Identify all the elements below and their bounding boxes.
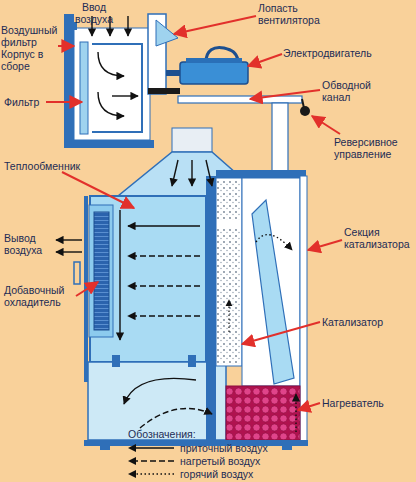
legend-text: нагретый воздух <box>180 455 260 467</box>
leader-arrow <box>250 90 320 99</box>
callout-label: Нагреватель <box>322 397 416 409</box>
hot-air-arrow <box>256 235 292 250</box>
leader-arrow <box>248 54 282 66</box>
filter-housing-interior <box>74 28 150 140</box>
legend-line <box>134 460 174 461</box>
callout-label: Лопасть вентилятора <box>258 2 338 26</box>
bypass-channel <box>178 96 302 103</box>
filter-housing-wall <box>64 14 74 148</box>
support <box>112 355 120 367</box>
callout-label: Катализатор <box>322 316 416 328</box>
leader-arrow <box>62 172 134 208</box>
supply-duct <box>172 128 212 152</box>
legend-sample <box>128 468 178 480</box>
bypass-duct <box>272 103 288 177</box>
support <box>188 355 196 367</box>
outlet-tab <box>74 262 80 284</box>
callout-label: Обводной канал <box>322 79 382 103</box>
callout-label: Секция катализатора <box>344 226 416 250</box>
heat-exchanger <box>90 196 206 362</box>
leader-arrow <box>174 16 256 34</box>
callout-label: Фильтр <box>4 96 64 108</box>
legend-sample <box>128 442 178 454</box>
legend-arrow-head <box>128 444 136 452</box>
supply-air-arrow <box>124 378 196 404</box>
hot-air-arrow <box>228 300 229 332</box>
foot <box>282 446 292 450</box>
motor <box>180 62 248 84</box>
additional-cooler <box>94 212 109 330</box>
supply-air-arrow <box>112 95 138 96</box>
leader-arrow <box>76 282 98 296</box>
heated-air-arrow <box>128 285 200 286</box>
leader-arrow <box>58 45 74 47</box>
catalyst <box>217 228 241 364</box>
heated-air-arrow <box>140 408 212 428</box>
filter-element <box>80 42 88 134</box>
legend-arrow-head <box>128 457 136 465</box>
foot <box>100 446 110 450</box>
catalyst-column-case <box>216 178 242 366</box>
supply-air-arrow <box>98 52 124 76</box>
supply-air-arrow <box>128 225 200 226</box>
hot-air-arrow <box>295 394 296 432</box>
cooler-case <box>89 205 113 337</box>
supply-air-arrow <box>172 160 178 186</box>
supply-air-arrow <box>191 160 192 186</box>
legend-line <box>134 473 174 474</box>
motor-top <box>186 58 242 63</box>
outlet-air-arrow <box>56 239 82 240</box>
legend-text: горячий воздух <box>180 468 253 480</box>
heated-air-arrow <box>128 315 200 316</box>
catalyst <box>217 180 241 220</box>
catalyst-section <box>242 178 300 386</box>
supply-air-arrow <box>206 160 212 186</box>
catalyst-inner-tube <box>252 200 294 384</box>
callout-label: Реверсивное управление <box>334 136 416 160</box>
right-wall <box>300 176 307 442</box>
callout-label: Электродвигатель <box>283 47 403 59</box>
legend-line <box>134 447 174 448</box>
section-cap <box>216 170 306 178</box>
callout-label: Воздушный фильтр Корпус в сборе <box>1 24 65 72</box>
filter-housing-wall <box>64 140 154 148</box>
leader-arrow <box>46 101 82 103</box>
fan-base <box>148 88 180 94</box>
leader-arrow <box>298 403 320 410</box>
outlet-air-arrow <box>56 251 82 252</box>
legend-heading: Обозначения: <box>128 428 248 440</box>
heater <box>226 386 300 440</box>
legend-text: приточный воздух <box>180 442 268 454</box>
leader-arrow <box>308 240 342 250</box>
central-wall <box>206 176 216 442</box>
reverse-valve <box>300 106 310 116</box>
filter-frame <box>92 44 142 132</box>
callout-label: Теплообменник <box>4 160 114 172</box>
leader-arrow <box>312 116 340 134</box>
callout-label: Ввод воздуха <box>70 1 118 25</box>
supply-air-arrow <box>127 16 128 36</box>
callout-label: Вывод воздуха <box>4 232 54 256</box>
heated-air-arrow <box>128 255 200 256</box>
supply-air-arrow <box>119 210 120 340</box>
legend-arrow-head <box>128 470 136 478</box>
legend-sample <box>128 455 178 467</box>
callout-label: Добавочный охладитель <box>4 284 80 308</box>
leader-arrow <box>242 322 320 344</box>
